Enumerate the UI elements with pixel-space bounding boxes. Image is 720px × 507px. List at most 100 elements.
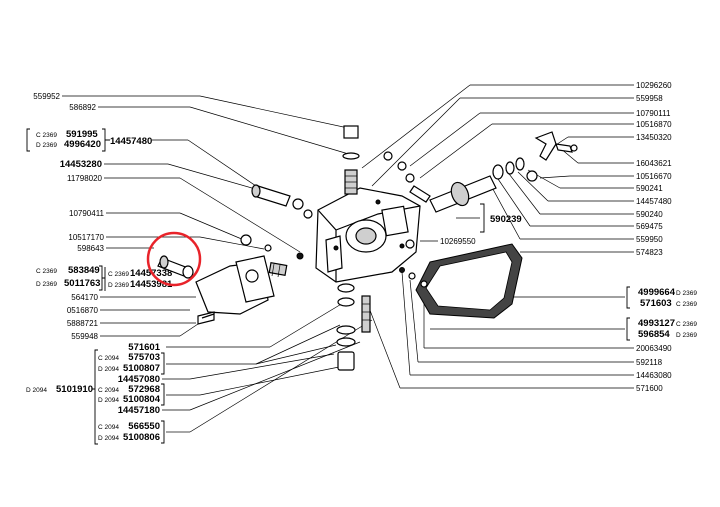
bracket-bottom-1 [161, 352, 165, 375]
label-10517170: 10517170 [68, 233, 104, 242]
part-571603: 571603 [640, 298, 672, 309]
leader-590240-b [505, 169, 541, 215]
right-shaft-assembly [429, 131, 578, 213]
leader-14463080-b [401, 271, 411, 376]
part-583849: 583849 [68, 265, 100, 276]
code-d2094-3: D 2094 [98, 435, 119, 442]
label-10296260: 10296260 [636, 81, 672, 90]
leader-conv-5 [199, 365, 345, 396]
part-5100804: 5100804 [123, 394, 161, 405]
code-d2369-rb2: D 2369 [676, 332, 697, 339]
part-575703: 575703 [128, 352, 160, 363]
label-590240: 590240 [636, 210, 663, 219]
leader-559958-b [371, 97, 461, 187]
label-569475: 569475 [636, 222, 663, 231]
leader-10296260-b [361, 84, 471, 169]
bottom-center-stack [336, 283, 371, 371]
part-590239: 590239 [490, 214, 522, 225]
part-4999664: 4999664 [638, 287, 676, 298]
label-559958: 559958 [636, 94, 663, 103]
leader-conv-3 [269, 299, 349, 348]
leader-10516670-b [539, 175, 571, 179]
bracket-top-left [26, 128, 30, 152]
label-574823: 574823 [636, 248, 663, 257]
bracket-top-right [102, 128, 110, 152]
label-590241: 590241 [636, 184, 663, 193]
label-592118: 592118 [636, 358, 663, 367]
leader-conv-2 [255, 344, 337, 365]
bracket-bottom-2 [161, 383, 165, 406]
part-591995: 591995 [66, 129, 98, 140]
code-c2369-top: C 2369 [36, 132, 57, 139]
label-10516670: 10516670 [636, 172, 672, 181]
leader-14457480-right-b [517, 171, 549, 202]
bracket-bottom-3 [161, 420, 165, 444]
label-16043621: 16043621 [636, 159, 672, 168]
code-c2369-rb1: C 2369 [676, 301, 697, 308]
code-d2369-rb1: D 2369 [676, 290, 697, 297]
leader-conv-1 [255, 324, 341, 365]
part-5011763: 5011763 [64, 278, 100, 289]
label-10516870: 10516870 [636, 120, 672, 129]
code-d2094-outer: D 2094 [26, 387, 47, 394]
part-5100807: 5100807 [123, 363, 160, 374]
highlighted-banjo-fitting [146, 231, 202, 287]
bracket-rb-1 [626, 286, 630, 309]
gasket [399, 243, 523, 319]
leader-conv-4 [189, 353, 335, 380]
leader-14457480-left-b [187, 139, 263, 191]
label-559948: 559948 [71, 332, 98, 341]
label-571600: 571600 [636, 384, 663, 393]
leader-10790411-b [179, 212, 245, 241]
code-d2369-top: D 2369 [36, 142, 57, 149]
highlight-circle [146, 231, 202, 287]
bracket-rb-2 [626, 317, 630, 341]
code-d2094-1: D 2094 [98, 366, 119, 373]
label-14457480-right: 14457480 [636, 197, 672, 206]
leader-592118-b [409, 279, 419, 363]
label-20063490: 20063490 [636, 344, 672, 353]
leader-10517170-b [199, 236, 265, 250]
pump-housing [315, 187, 421, 283]
leader-586892-b [189, 106, 353, 156]
part-5101910: 5101910 [56, 384, 93, 395]
part-596854: 596854 [638, 329, 670, 340]
leader-10516870-b [419, 123, 493, 179]
label-14463080: 14463080 [636, 371, 672, 380]
label-586892: 586892 [69, 103, 96, 112]
leader-571600-b [365, 299, 401, 389]
label-11798020: 11798020 [67, 174, 103, 183]
misc-bolts [201, 239, 415, 319]
label-13450320: 13450320 [636, 133, 672, 142]
label-564170: 564170 [71, 293, 98, 302]
part-4993127: 4993127 [638, 318, 675, 329]
left-fuel-line-fittings [240, 184, 313, 252]
label-0516870: 0516870 [67, 306, 99, 315]
top-right-fittings [383, 151, 431, 203]
code-c2369-b: C 2369 [108, 271, 129, 278]
label-10790111: 10790111 [636, 109, 671, 118]
part-14457180: 14457180 [118, 405, 160, 416]
leader-569475-b [495, 175, 531, 227]
top-spring-stack [342, 125, 360, 195]
left-bracket-housing [195, 255, 288, 325]
part-4996420: 4996420 [64, 139, 101, 150]
label-559952: 559952 [33, 92, 60, 101]
leader-conv-8 [189, 319, 373, 433]
part-14457480-left: 14457480 [110, 136, 152, 147]
part-566550: 566550 [128, 421, 160, 432]
label-559950: 559950 [636, 235, 663, 244]
part-5100806: 5100806 [123, 432, 160, 443]
leader-559950-b [487, 179, 521, 240]
bracket-mid-a [99, 265, 105, 291]
code-d2094-2: D 2094 [98, 397, 119, 404]
code-c2094-1: C 2094 [98, 355, 119, 362]
label-5888721: 5888721 [67, 319, 99, 328]
bracket-590239 [480, 203, 485, 233]
code-c2369-rb2: C 2369 [676, 321, 697, 328]
leader-559952-b [199, 95, 349, 129]
leader-11798020-b [179, 177, 301, 253]
code-d2369-a: D 2369 [36, 281, 57, 288]
